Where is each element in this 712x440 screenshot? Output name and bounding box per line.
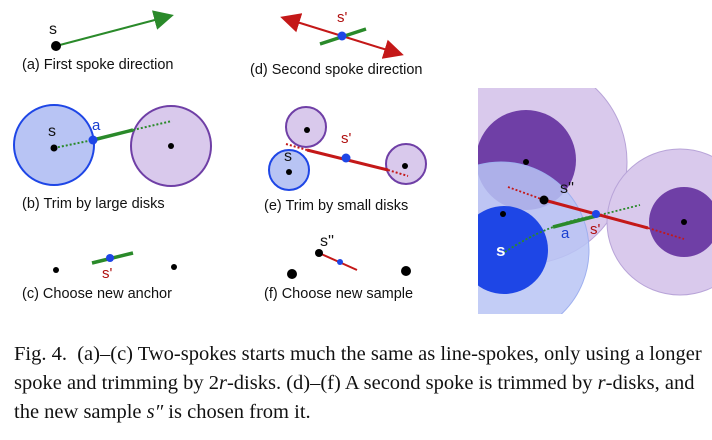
caption-text-2: -disks. (d)–(f) A second spoke is trimme… [226, 372, 598, 394]
caption-label: Fig. 4. [14, 343, 67, 365]
disk-center-purple [168, 143, 174, 149]
point-label-s-prime: s' [102, 265, 113, 282]
panel-a-caption: (a) First spoke direction [22, 57, 174, 73]
figure-canvas: s (a) First spoke direction s' (d) Secon… [13, 9, 712, 314]
panel-e-caption: (e) Trim by small disks [264, 198, 408, 214]
caption-r-1: r [218, 372, 227, 394]
point-label-s-prime: s' [337, 9, 348, 26]
disk-center [402, 163, 408, 169]
point-label-s: s [48, 123, 56, 140]
new-anchor [106, 254, 114, 262]
caption-text-3: -disks, and the new sample [14, 372, 695, 423]
sample-point-right [171, 264, 177, 270]
panel-d-caption: (d) Second spoke direction [250, 62, 423, 78]
anchor-point [592, 210, 600, 218]
point-label-a: a [561, 225, 570, 242]
panel-c-caption: (c) Choose new anchor [22, 286, 172, 302]
panel-c: s' (c) Choose new anchor [22, 251, 177, 302]
small-disk-blue [478, 206, 548, 294]
sample-point-left [53, 267, 59, 273]
sample-point-s [51, 41, 61, 51]
panel-b-caption: (b) Trim by large disks [22, 196, 165, 212]
panel-e: s s' (e) Trim by small disks [264, 106, 427, 214]
point-label-a: a [92, 117, 101, 134]
caption-s-dprime: s″ [146, 401, 164, 423]
caption-r-2: r [597, 372, 606, 394]
green-spoke-kept [552, 213, 601, 229]
combined-panel: s s'' a s' [478, 88, 712, 314]
caption-text-4: is chosen from it. [163, 401, 311, 423]
anchor-point [341, 153, 351, 163]
point-label-s-prime: s' [341, 130, 352, 147]
panel-f-caption: (f) Choose new sample [264, 286, 413, 302]
trimmed-spoke-right [387, 169, 409, 177]
disk-center [304, 127, 310, 133]
kept-spoke-segment [92, 128, 134, 142]
trimmed-spoke-left [53, 139, 94, 149]
panel-a: s (a) First spoke direction [22, 10, 174, 73]
disk-center-s [50, 144, 58, 152]
point-label-s: s [496, 241, 505, 260]
panel-b: s a (b) Trim by large disks [13, 104, 212, 212]
anchor-point [337, 259, 343, 265]
point-label-s-dprime: s'' [320, 233, 334, 250]
new-sample-point [315, 249, 323, 257]
panel-f: s'' (f) Choose new sample [264, 233, 413, 302]
point-label-s: s [284, 148, 292, 165]
disk-center-s [286, 169, 292, 175]
point-a [88, 135, 98, 145]
point-label-s-dprime: s'' [560, 180, 574, 197]
second-spoke-arrow-right [341, 35, 404, 59]
sample-point-right [401, 266, 411, 276]
small-disk-purple-top [285, 106, 327, 148]
figure-caption: Fig. 4. (a)–(c) Two-spokes starts much t… [14, 340, 704, 427]
disk-center [681, 219, 687, 225]
first-spoke-arrow [55, 10, 174, 47]
point-label-s-prime: s' [590, 221, 601, 238]
green-spoke-dotted-right [599, 204, 641, 216]
panel-d: s' (d) Second spoke direction [250, 9, 423, 78]
disk-center [523, 159, 529, 165]
small-disk-purple-right [649, 187, 712, 257]
sample-point-left [287, 269, 297, 279]
disk-center-s [500, 211, 506, 217]
new-sample-point [539, 195, 549, 205]
point-label-s: s [49, 21, 57, 38]
trimmed-spoke-right [132, 120, 173, 131]
caption-text-1: (a)–(c) Two-spokes starts much the same … [14, 343, 702, 394]
anchor-point [337, 31, 347, 41]
second-spoke-arrow-left [280, 13, 343, 37]
